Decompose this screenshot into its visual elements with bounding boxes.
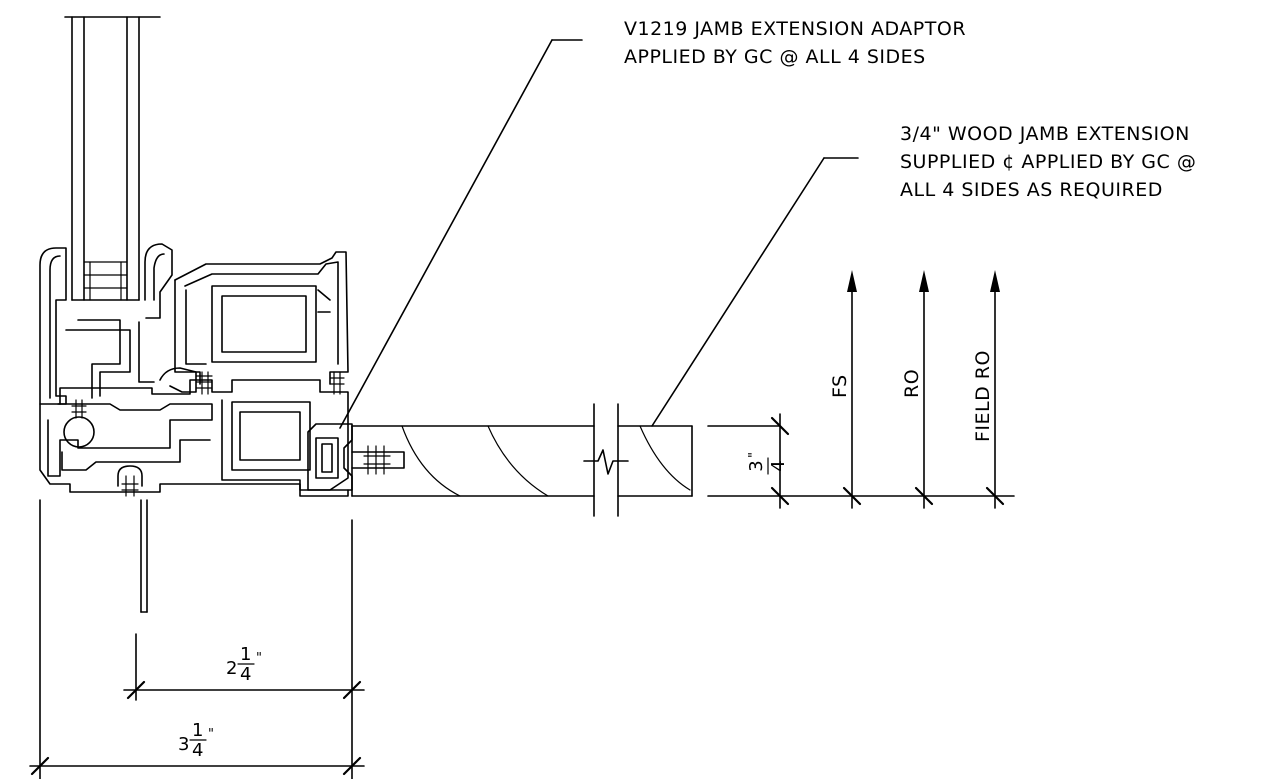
vertical-dimension-arrows bbox=[707, 270, 1015, 509]
two-quarter-dimension: 2 1 4 " bbox=[226, 644, 262, 685]
dim-3-1-4-num: 1 bbox=[192, 720, 203, 741]
dim-3-1-4-whole: 3 bbox=[178, 734, 189, 755]
dim-3-4-num: 3 bbox=[746, 460, 767, 471]
jamb-extension-adaptor bbox=[307, 423, 405, 491]
dim-3-4-inch: " bbox=[747, 452, 762, 458]
dim-3-1-4-den: 4 bbox=[192, 740, 203, 761]
three-and-quarter-dimension: 3 1 4 " bbox=[178, 720, 214, 761]
dim-3-4-den: 4 bbox=[768, 460, 789, 471]
dim-2-1-4-num: 1 bbox=[240, 644, 251, 665]
horizontal-dimensions bbox=[29, 499, 365, 779]
adaptor-callout-line2: APPLIED BY GC @ ALL 4 SIDES bbox=[624, 46, 926, 68]
wood-callout-line1: 3/4" WOOD JAMB EXTENSION bbox=[900, 123, 1190, 145]
fs-label: FS bbox=[829, 374, 851, 398]
adaptor-callout-line1: V1219 JAMB EXTENSION ADAPTOR bbox=[624, 18, 966, 40]
dim-3-1-4-inch: " bbox=[208, 727, 214, 742]
dim-2-1-4-den: 4 bbox=[240, 664, 251, 685]
frame-extrusion bbox=[39, 243, 349, 613]
three-quarter-dimension: 3 4 " bbox=[746, 452, 789, 475]
dim-2-1-4-whole: 2 bbox=[226, 658, 237, 679]
wood-jamb-extension bbox=[351, 403, 693, 517]
ro-label: RO bbox=[901, 369, 923, 398]
dim-2-1-4-inch: " bbox=[256, 651, 262, 666]
wood-callout-line3: ALL 4 SIDES AS REQUIRED bbox=[900, 179, 1163, 201]
leader-lines bbox=[339, 39, 859, 429]
glazing-unit bbox=[64, 16, 161, 301]
wood-callout-line2: SUPPLIED ¢ APPLIED BY GC @ bbox=[900, 151, 1196, 173]
field-ro-label: FIELD RO bbox=[972, 350, 994, 442]
